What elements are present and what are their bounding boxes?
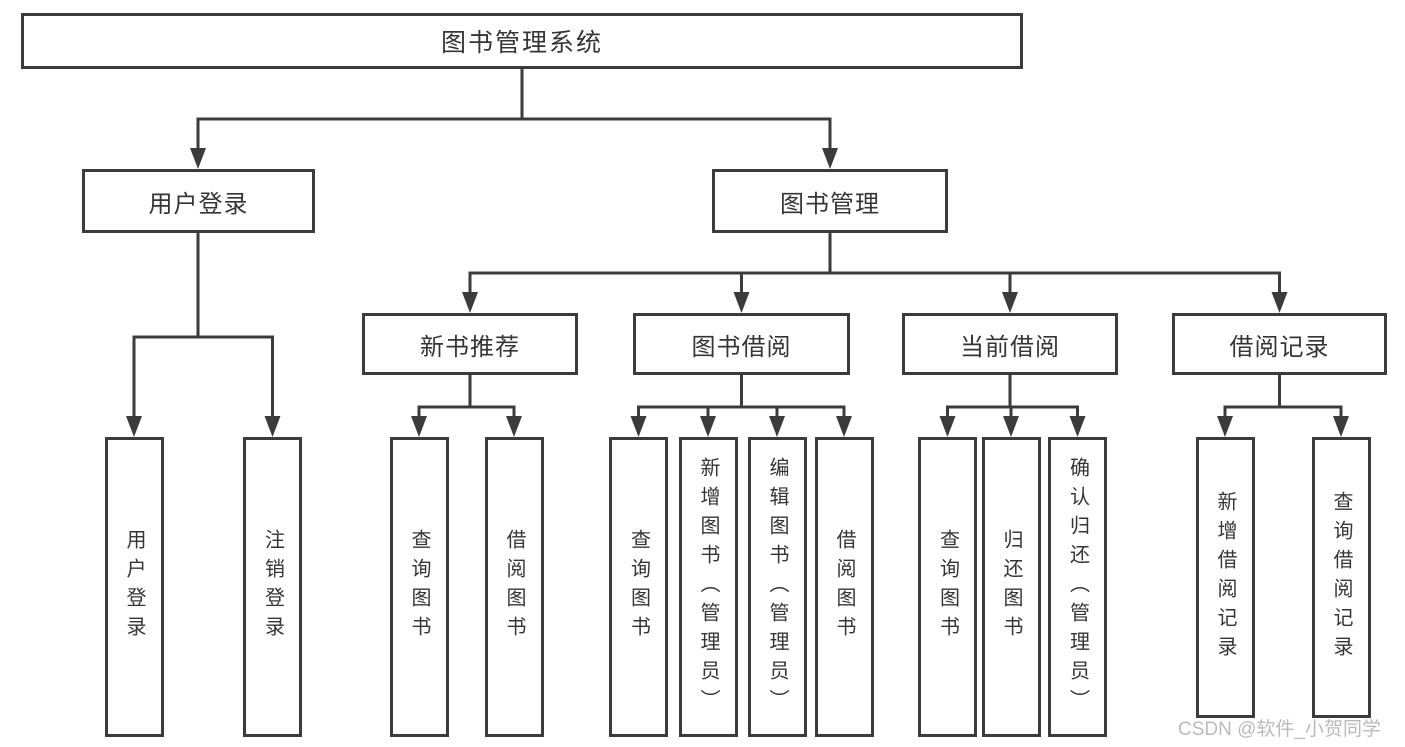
leaf-label: 借阅图书 xyxy=(503,529,525,645)
node-label: 用户登录 xyxy=(148,190,249,218)
leaf-query-books-recommend: 查询图书 xyxy=(389,437,449,737)
leaf-add-borrow-record: 新增借阅记录 xyxy=(1195,437,1255,718)
leaf-user-login: 用户登录 xyxy=(104,437,164,737)
leaf-confirm-return-admin: 确认归还（管理员） xyxy=(1048,437,1107,737)
node-library-system: 图书管理系统 xyxy=(21,13,1023,69)
leaf-label: 查询图书 xyxy=(936,529,959,645)
leaf-return-books: 归还图书 xyxy=(981,437,1041,737)
leaf-borrow-books: 借阅图书 xyxy=(814,437,874,737)
leaf-logout: 注销登录 xyxy=(243,437,302,737)
node-label: 图书管理系统 xyxy=(440,29,603,57)
leaf-query-borrow-record: 查询借阅记录 xyxy=(1311,437,1371,718)
node-user-login: 用户登录 xyxy=(82,169,315,233)
leaf-add-books-admin: 新增图书（管理员） xyxy=(678,437,738,737)
leaf-label: 新增借阅记录 xyxy=(1214,490,1236,665)
csdn-watermark: CSDN @软件_小贺同学 xyxy=(1178,719,1381,740)
leaf-label: 新增图书（管理员） xyxy=(697,456,719,718)
leaf-label: 查询图书 xyxy=(408,529,430,645)
leaf-label: 借阅图书 xyxy=(833,529,855,645)
leaf-borrow-books-recommend: 借阅图书 xyxy=(484,437,544,737)
leaf-label: 确认归还（管理员） xyxy=(1066,456,1089,718)
node-label: 图书管理 xyxy=(780,190,880,218)
node-book-management: 图书管理 xyxy=(712,169,948,233)
tree-edges xyxy=(132,67,1343,422)
leaf-query-books-borrow: 查询图书 xyxy=(609,437,668,737)
node-new-book-recommend: 新书推荐 xyxy=(362,313,578,375)
leaf-label: 用户登录 xyxy=(123,529,145,645)
node-label: 新书推荐 xyxy=(420,333,520,361)
leaf-label: 注销登录 xyxy=(261,529,284,645)
leaf-edit-books-admin: 编辑图书（管理员） xyxy=(747,437,807,737)
leaf-label: 查询借阅记录 xyxy=(1330,490,1352,665)
node-current-borrow: 当前借阅 xyxy=(902,313,1118,375)
leaf-label: 归还图书 xyxy=(1000,529,1022,645)
leaf-query-books-current: 查询图书 xyxy=(918,437,977,737)
node-label: 图书借阅 xyxy=(691,333,792,361)
node-borrow-record: 借阅记录 xyxy=(1172,313,1387,375)
leaf-label: 查询图书 xyxy=(627,529,650,645)
leaf-label: 编辑图书（管理员） xyxy=(766,456,788,718)
node-label: 借阅记录 xyxy=(1229,333,1330,361)
node-book-borrow: 图书借阅 xyxy=(633,313,850,375)
arrowhead-icons xyxy=(126,148,1349,437)
node-label: 当前借阅 xyxy=(960,333,1060,361)
